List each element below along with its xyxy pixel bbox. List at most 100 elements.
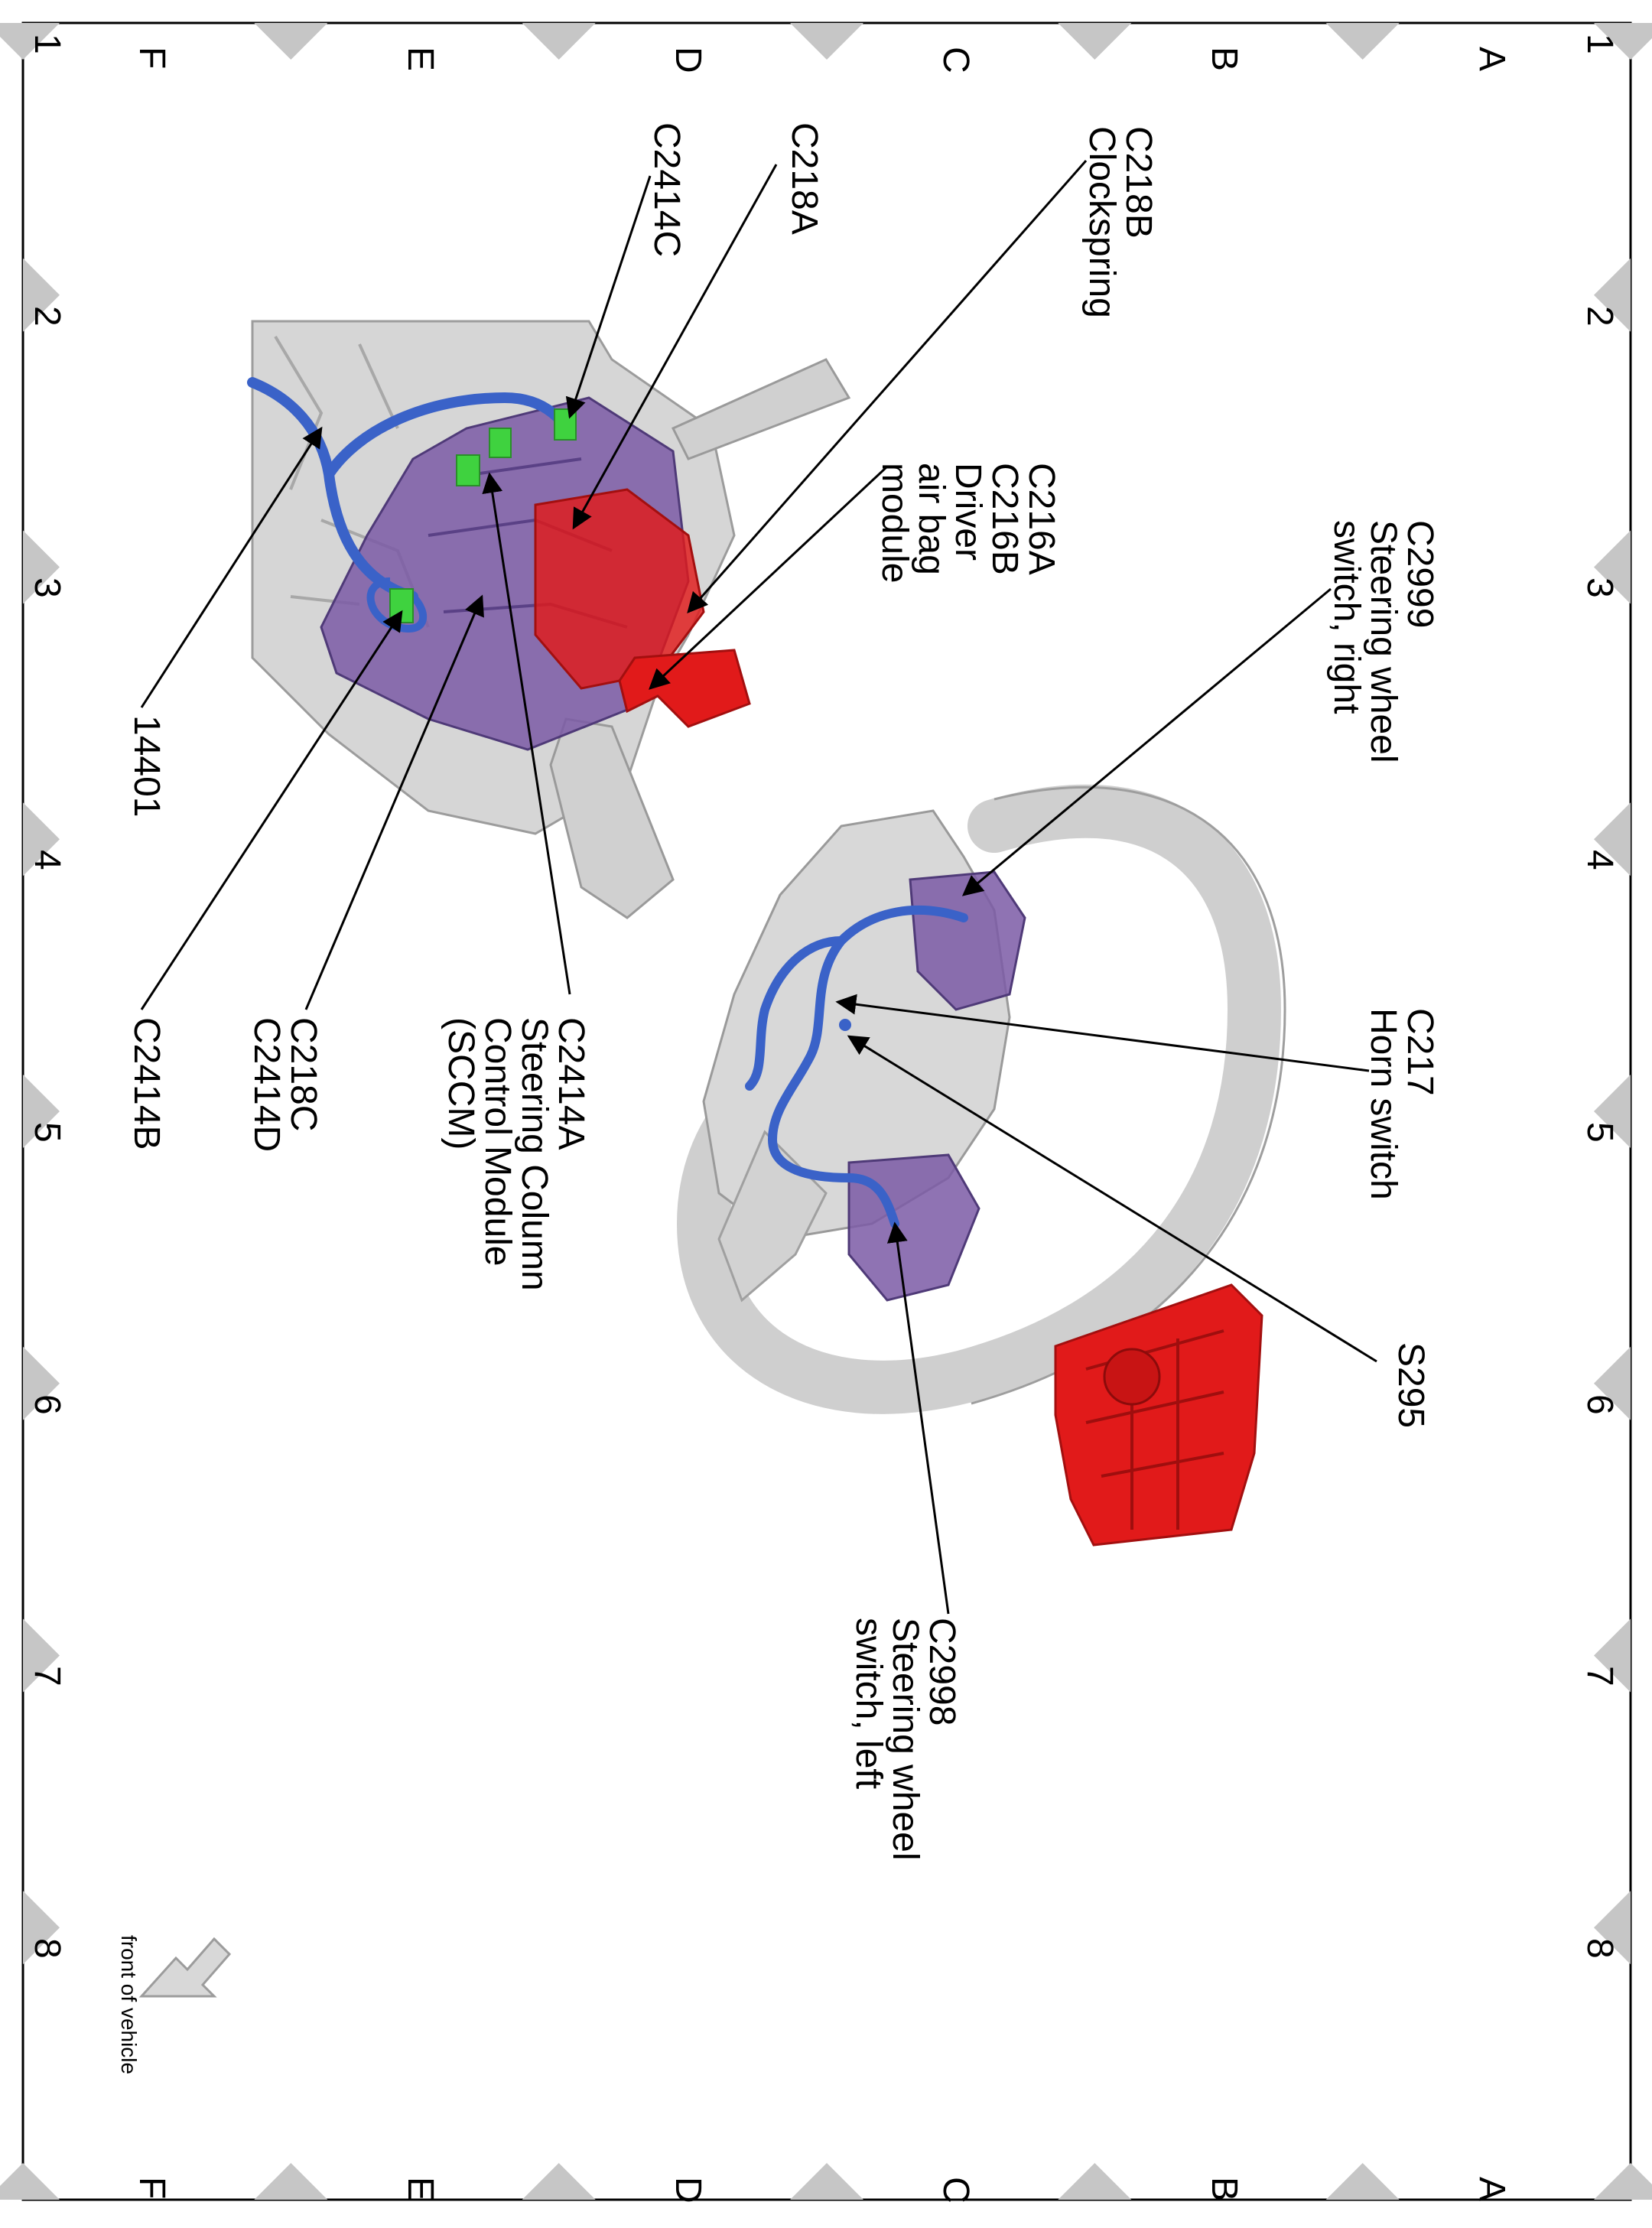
callout-c217: C217 Horn switch xyxy=(1363,1008,1440,1200)
callout-c2414c-line1: C2414C xyxy=(646,122,687,258)
callout-c2998-line2: Steering wheel xyxy=(885,1618,925,1861)
callout-c218a: C218A xyxy=(784,122,824,235)
grid-row-label-top: D xyxy=(667,47,708,73)
zone-marker-bottom xyxy=(254,2163,328,2200)
zone-marker-right xyxy=(1594,1891,1631,1965)
switch-left-module xyxy=(847,1153,980,1302)
callout-c2414a-line1: C2414A xyxy=(551,1017,591,1150)
grid-col-label-left: 7 xyxy=(27,1666,67,1687)
leader-c216 xyxy=(649,465,889,690)
callout-c216: C216A C216B Driver air bag module xyxy=(874,463,1062,584)
callout-c2414a-line2: Steering Column xyxy=(514,1017,554,1291)
callout-c2999: C2999 Steering wheel switch, right xyxy=(1326,520,1440,763)
zone-marker-bottom xyxy=(1058,2163,1132,2200)
zone-marker-right xyxy=(1594,258,1631,332)
grid-col-label-right: 7 xyxy=(1579,1666,1620,1687)
callout-c2998-line1: C2998 xyxy=(922,1618,962,1726)
leader-c217 xyxy=(835,994,1370,1072)
callout-c216-line1: C216A xyxy=(1021,463,1062,575)
zone-marker-bottom xyxy=(0,2163,60,2200)
zone-marker-bottom xyxy=(790,2163,863,2200)
zone-marker-top xyxy=(790,23,863,60)
zone-marker-top xyxy=(1058,23,1132,60)
callout-c218c: C218C C2414D xyxy=(246,1017,324,1153)
zone-marker-top xyxy=(254,23,328,60)
steering-wheel-rim xyxy=(676,784,1282,1414)
callout-14401-line1: 14401 xyxy=(126,715,167,818)
steering-wheel-assembly xyxy=(676,784,1286,1547)
callout-c2414c: C2414C xyxy=(646,122,687,258)
callout-c217-line1: C217 xyxy=(1400,1008,1440,1096)
zone-marker-left xyxy=(23,1346,60,1420)
splice-s295 xyxy=(839,1019,851,1031)
airbag-module-emblem xyxy=(1103,1348,1161,1406)
callout-s295: S295 xyxy=(1390,1342,1431,1429)
grid-row-label-bottom: C xyxy=(935,2177,977,2204)
grid-row-label-top: B xyxy=(1203,47,1244,72)
grid-col-label-right: 4 xyxy=(1579,850,1620,870)
zone-marker-bottom xyxy=(522,2163,596,2200)
front-of-vehicle-label: front of vehicle xyxy=(117,1935,141,2075)
zone-markers xyxy=(0,23,1652,2200)
callout-c2999-line1: C2999 xyxy=(1400,520,1440,629)
grid-col-label-right: 3 xyxy=(1579,577,1620,599)
callout-c2414b-line1: C2414B xyxy=(126,1017,167,1150)
zone-marker-right xyxy=(1594,1346,1631,1420)
callout-c218b-line1: C218B xyxy=(1118,126,1159,239)
leader-c2414a xyxy=(482,472,571,995)
grid-col-label-right: 2 xyxy=(1579,305,1620,327)
grid-col-label-left: 1 xyxy=(27,33,67,54)
clockspring-red xyxy=(534,488,705,690)
callout-c217-line2: Horn switch xyxy=(1363,1008,1403,1200)
column-shroud-lines xyxy=(274,335,430,628)
steering-wheel-harness xyxy=(745,906,968,1228)
leader-14401 xyxy=(140,426,323,708)
grid-row-label-bottom: A xyxy=(1471,2177,1512,2202)
zone-marker-left xyxy=(23,1075,60,1148)
leader-c218c xyxy=(304,594,484,1010)
callout-c2414a-line3: Control Module xyxy=(477,1017,518,1267)
grid-row-label-top: C xyxy=(935,47,977,73)
callout-c216-line5: module xyxy=(874,463,915,584)
grid-row-label-top: A xyxy=(1471,47,1512,72)
callout-c2414b: C2414B xyxy=(126,1017,167,1150)
zone-marker-bottom xyxy=(1325,2163,1400,2200)
switch-right-module xyxy=(909,870,1026,1011)
callout-c2414a: C2414A Steering Column Control Module (S… xyxy=(441,1017,591,1291)
leader-s295 xyxy=(847,1035,1377,1363)
lower-stalk xyxy=(549,717,675,919)
leader-lines xyxy=(140,160,1377,1615)
callout-c218b: C218B Clockspring xyxy=(1081,126,1159,318)
leader-c2998 xyxy=(886,1221,950,1615)
grid-col-label-right: 1 xyxy=(1579,33,1620,54)
leader-c2999 xyxy=(961,587,1332,896)
zone-marker-right xyxy=(1594,1075,1631,1148)
callout-c2998-line3: switch, left xyxy=(848,1618,889,1790)
grid-col-label-right: 8 xyxy=(1579,1938,1620,1959)
grid-row-label-top: F xyxy=(132,47,173,70)
grid-col-label-left: 6 xyxy=(27,1394,67,1415)
leader-c218a xyxy=(572,164,778,530)
zone-marker-left xyxy=(23,802,60,877)
connector-c2414c xyxy=(554,408,577,441)
grid-row-label-bottom: F xyxy=(132,2177,173,2200)
zone-marker-top xyxy=(1325,23,1400,60)
upper-stalk xyxy=(671,358,851,460)
steering-column-assembly xyxy=(247,320,851,919)
callout-s295-line1: S295 xyxy=(1390,1342,1431,1429)
zone-marker-left xyxy=(23,530,60,604)
callout-c2999-line3: switch, right xyxy=(1326,520,1367,714)
connector-c218a xyxy=(489,428,512,458)
grid-col-label-left: 2 xyxy=(27,305,67,327)
leader-c218b xyxy=(687,160,1088,614)
callout-c216-line4: air bag xyxy=(911,463,951,575)
callout-c2998: C2998 Steering wheel switch, left xyxy=(848,1618,962,1861)
callout-c218c-line1: C218C xyxy=(283,1017,324,1132)
leader-c2414c xyxy=(565,175,652,419)
callout-c218c-line2: C2414D xyxy=(246,1017,287,1153)
zone-marker-top xyxy=(1594,23,1652,60)
callout-c216-line3: Driver xyxy=(948,463,988,561)
connector-c2414a xyxy=(456,454,480,486)
